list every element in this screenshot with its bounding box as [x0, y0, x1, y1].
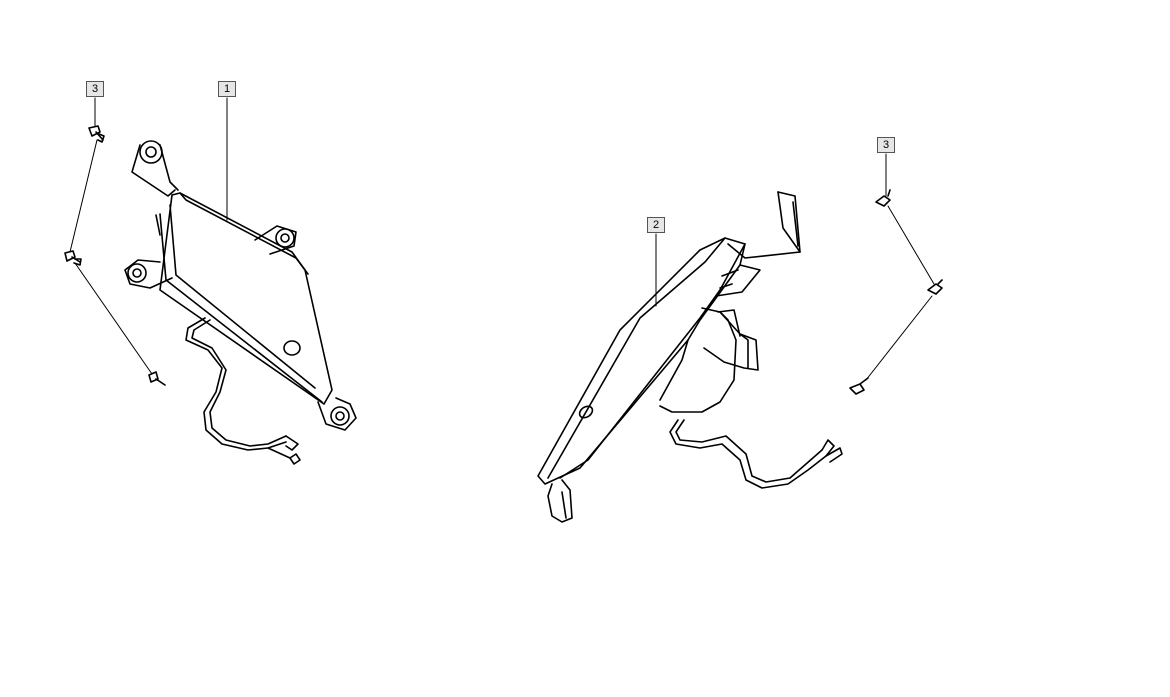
screw-middle-left [64, 250, 82, 266]
left-screw-set [64, 125, 166, 386]
screw-lower-left [148, 371, 166, 386]
screw-middle-right [927, 279, 943, 295]
leader-lines [94, 97, 887, 307]
callout-1: 1 [218, 81, 236, 97]
callout-2: 2 [647, 217, 665, 233]
right-screw-set [849, 189, 943, 395]
callout-3-right: 3 [877, 137, 895, 153]
screw-upper-left [88, 125, 105, 143]
callout-3-left: 3 [86, 81, 104, 97]
screw-upper-right [875, 189, 891, 207]
screw-lower-right [849, 377, 869, 395]
right-blinker-assembly [537, 191, 843, 523]
left-blinker-assembly [124, 140, 357, 465]
